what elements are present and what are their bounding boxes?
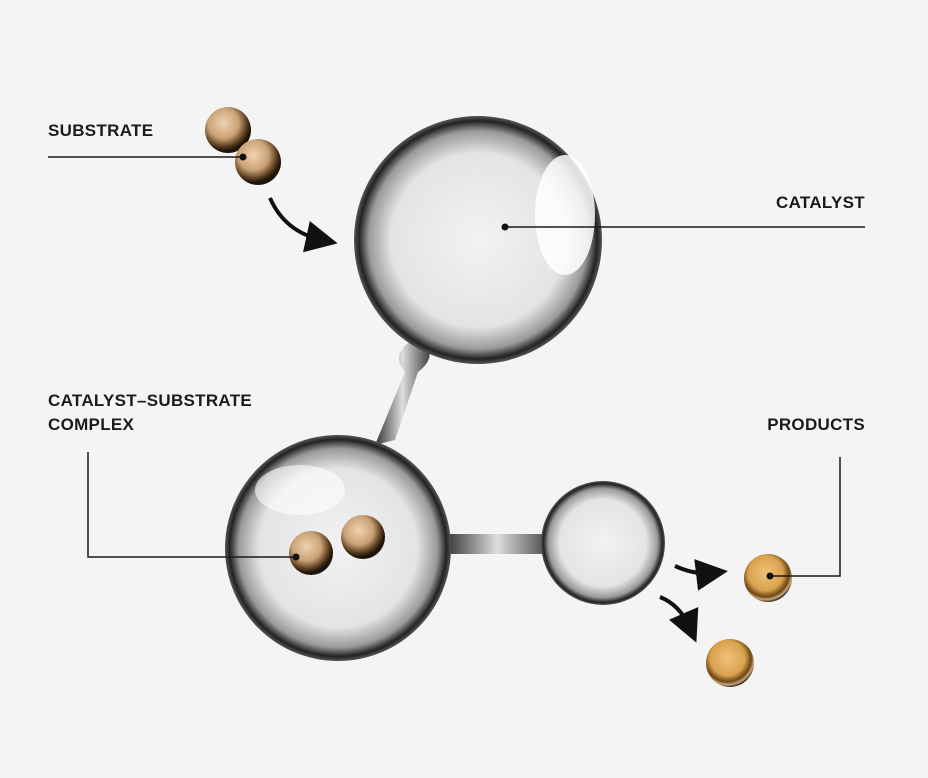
arrow-to-product-2 <box>659 595 699 643</box>
substrate-dot <box>239 153 247 161</box>
catalyst-highlight <box>535 155 595 275</box>
products-label: PRODUCTS <box>767 415 865 434</box>
products-dot <box>766 572 774 580</box>
catalyst-label: CATALYST <box>776 193 865 212</box>
substrate-atom-1 <box>205 107 251 153</box>
products-leader <box>770 457 841 577</box>
catalyst-sphere <box>354 116 602 364</box>
complex-sphere <box>225 435 451 661</box>
arrow-substrate-to-catalyst <box>268 197 338 253</box>
substrate-label: SUBSTRATE <box>48 121 154 140</box>
complex-atom-2 <box>341 515 385 559</box>
product-atom-2 <box>706 639 754 687</box>
complex-dot <box>292 553 300 561</box>
complex-label-line2: COMPLEX <box>48 415 135 434</box>
arrow-to-product-1 <box>674 558 728 591</box>
complex-leader <box>87 452 296 558</box>
lower-bond <box>445 534 550 554</box>
upper-bond <box>375 340 430 445</box>
complex-atom-1 <box>289 531 333 575</box>
catalyst-dot <box>501 223 509 231</box>
small-sphere <box>541 481 665 605</box>
complex-label-line1: CATALYST–SUBSTRATE <box>48 391 253 410</box>
substrate-atom-2 <box>235 139 281 185</box>
complex-highlight <box>255 465 345 515</box>
